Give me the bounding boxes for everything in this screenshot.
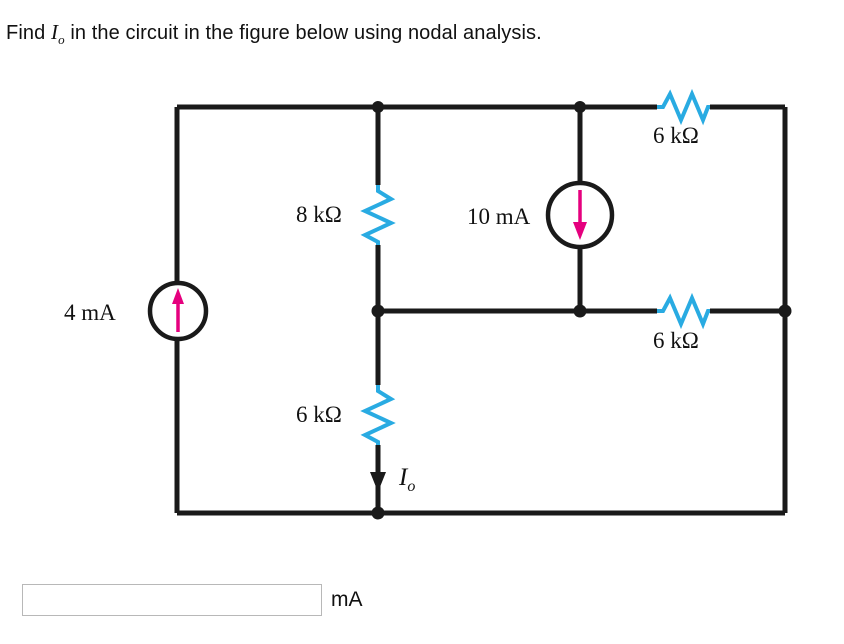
source-4ma-label: 4 mA [64, 300, 116, 325]
answer-input[interactable] [22, 584, 322, 616]
current-io-label: Io [398, 464, 415, 495]
resistor-8k-label: 8 kΩ [296, 202, 342, 227]
resistor-6k-mid-right: 6 kΩ [653, 292, 710, 353]
current-symbol-subscript: o [58, 32, 65, 48]
resistor-6k-mid-right-zigzag [657, 292, 710, 330]
source-4ma-arrow-head [172, 288, 184, 304]
node-top-source10 [574, 101, 586, 113]
node-middle-center [371, 304, 385, 318]
resistor-6k-mid-right-label: 6 kΩ [653, 328, 699, 353]
circuit-nodes [371, 101, 792, 520]
current-io-symbol: I [398, 464, 409, 491]
resistor-6k-bottom-zigzag [360, 385, 396, 445]
resistor-6k-top-right-label: 6 kΩ [653, 123, 699, 148]
source-10ma-arrow-head [573, 222, 587, 240]
answer-unit-label: mA [331, 588, 363, 611]
node-middle-source10 [573, 304, 587, 318]
answer-row: mA [22, 584, 363, 616]
resistor-8k: 8 kΩ [296, 185, 396, 245]
source-10ma-label: 10 mA [467, 204, 531, 229]
resistor-6k-bottom: 6 kΩ [296, 385, 396, 445]
current-io-indicator: Io [370, 464, 415, 495]
source-10ma: 10 mA [467, 180, 615, 250]
source-4ma: 4 mA [64, 280, 209, 342]
resistor-6k-top-right-zigzag [657, 88, 710, 126]
node-bottom-center [371, 506, 385, 520]
current-io-subscript: o [407, 478, 415, 495]
question-prefix: Find [6, 22, 51, 44]
current-symbol-letter: I [50, 20, 59, 44]
node-middle-right [778, 304, 792, 318]
current-symbol: Io [50, 20, 65, 48]
current-io-arrow-head [370, 472, 386, 492]
resistor-6k-bottom-label: 6 kΩ [296, 402, 342, 427]
circuit-diagram: 8 kΩ 6 kΩ 6 kΩ 6 kΩ 4 mA 10 mA Io [64, 88, 792, 520]
resistor-8k-zigzag [360, 185, 396, 245]
node-top-center [372, 101, 384, 113]
page-title: Find Io in the circuit in the figure bel… [6, 20, 542, 48]
circuit-wires [174, 104, 788, 516]
question-suffix: in the circuit in the figure below using… [64, 22, 542, 44]
resistor-6k-top-right: 6 kΩ [653, 88, 710, 148]
